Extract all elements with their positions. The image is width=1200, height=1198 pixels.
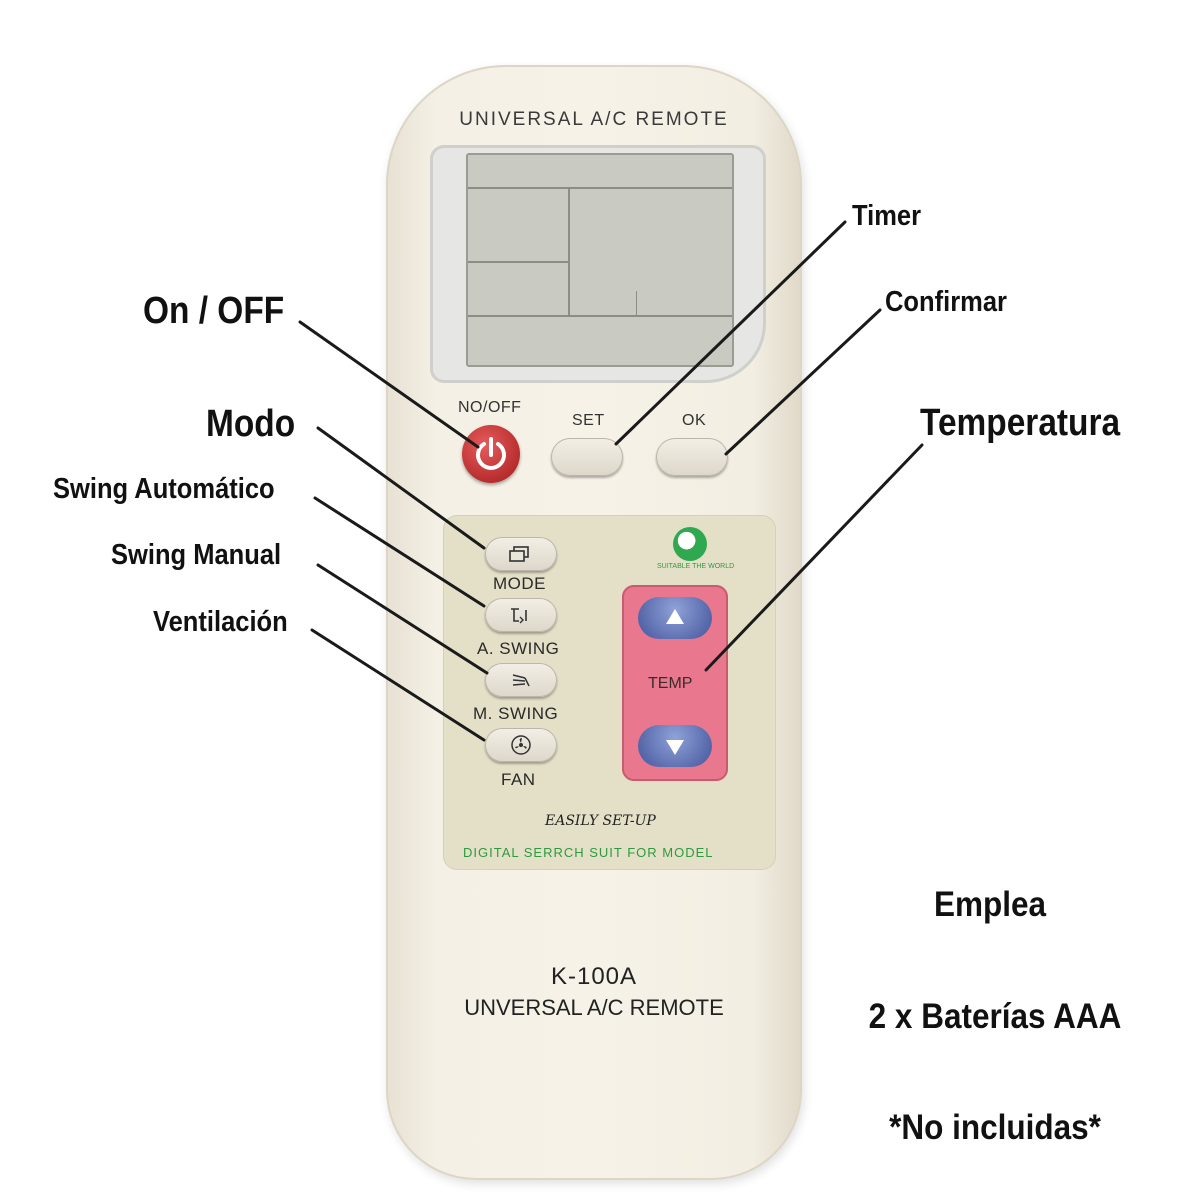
easily-setup-text: EASILY SET-UP: [545, 813, 656, 829]
power-icon: [476, 437, 506, 470]
power-label: NO/OFF: [458, 399, 522, 416]
mode-button[interactable]: [485, 537, 557, 571]
label-modo: Modo: [206, 403, 296, 445]
info-baterias: 2 x Baterías AAA: [868, 997, 1122, 1036]
lcd-bezel: [430, 145, 766, 383]
label-swing-auto: Swing Automático: [53, 473, 275, 505]
label-ventilacion: Ventilación: [153, 606, 288, 638]
mode-icon: [509, 546, 529, 562]
a-swing-button[interactable]: [485, 598, 557, 632]
m-swing-button[interactable]: [485, 663, 557, 697]
manual-swing-icon: [512, 674, 530, 687]
leader-confirmar: [724, 308, 882, 456]
leader-swing-manual: [316, 563, 489, 675]
info-emplea: Emplea: [933, 885, 1047, 924]
m-swing-label: M. SWING: [473, 704, 559, 723]
leader-modo: [316, 426, 486, 550]
lcd-screen: [466, 153, 734, 367]
remote-top-text: UNIVERSAL A/C REMOTE: [459, 109, 729, 130]
remote-control: UNIVERSAL A/C REMOTE NO/OFF SET OK MODE: [386, 65, 802, 1180]
leader-on-off: [298, 320, 480, 449]
info-no-incluidas: *No incluidas*: [889, 1108, 1101, 1147]
fan-button[interactable]: [485, 728, 557, 762]
label-temperatura: Temperatura: [920, 402, 1121, 444]
label-swing-manual: Swing Manual: [111, 539, 282, 571]
temp-up-button[interactable]: [638, 597, 712, 639]
fan-icon: [511, 735, 531, 755]
label-on-off: On / OFF: [143, 290, 285, 332]
globe-icon: [673, 527, 707, 561]
label-timer: Timer: [852, 200, 922, 232]
digital-search-text: DIGITAL SERRCH SUIT FOR MODEL: [463, 845, 714, 860]
set-button[interactable]: [551, 438, 623, 476]
power-button[interactable]: [462, 425, 520, 483]
temp-panel: TEMP: [622, 585, 728, 781]
fan-label: FAN: [501, 770, 536, 789]
model-number: K-100A: [550, 963, 638, 990]
ok-button[interactable]: [656, 438, 728, 476]
temp-label: TEMP: [648, 675, 693, 692]
ok-label: OK: [682, 412, 707, 429]
auto-swing-icon: [511, 608, 527, 624]
a-swing-label: A. SWING: [477, 639, 560, 658]
mode-label: MODE: [493, 574, 546, 593]
arrow-down-icon: [666, 740, 684, 755]
leader-swing-auto: [313, 496, 486, 608]
globe-text: SUITABLE THE WORLD: [657, 563, 735, 570]
temp-down-button[interactable]: [638, 725, 712, 767]
button-panel: MODE A. SWING M. SWING: [443, 515, 776, 870]
leader-timer: [614, 220, 847, 446]
set-label: SET: [572, 412, 605, 429]
arrow-up-icon: [666, 609, 684, 624]
leader-temperatura: [704, 443, 924, 672]
model-subtitle: UNVERSAL A/C REMOTE: [464, 995, 724, 1020]
label-confirmar: Confirmar: [885, 286, 1007, 318]
leader-ventilacion: [310, 628, 486, 742]
